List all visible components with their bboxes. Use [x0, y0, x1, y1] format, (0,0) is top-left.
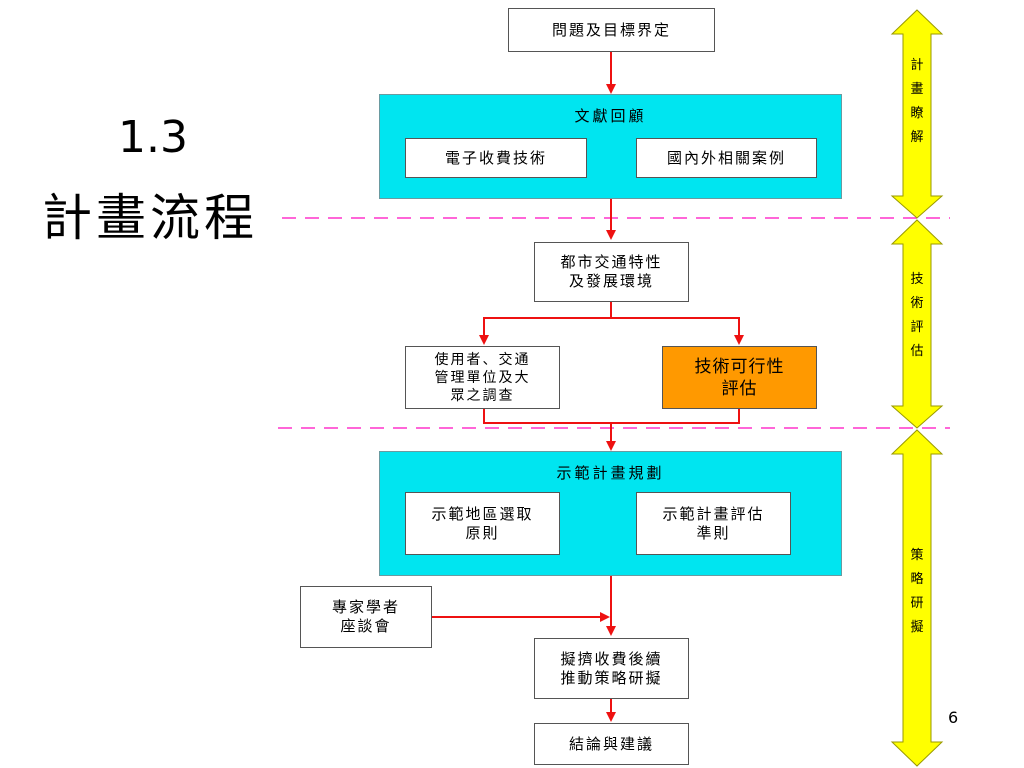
- phase-arrow-3: [890, 429, 944, 767]
- expert-forum-box: 專家學者 座談會: [300, 586, 432, 648]
- literature-review-title: 文獻回顧: [574, 107, 647, 125]
- merge-left: [483, 409, 611, 424]
- demo-plan-title: 示範計畫規劃: [556, 464, 665, 482]
- merge-right: [611, 409, 740, 424]
- section-number: 1.3: [118, 112, 188, 163]
- problem-definition-box: 問題及目標界定: [508, 8, 715, 52]
- etc-technology-box: 電子收費技術: [405, 138, 587, 178]
- urban-traffic-box: 都市交通特性 及發展環境: [534, 242, 689, 302]
- page-number: 6: [948, 708, 959, 727]
- conclusion-box: 結論與建議: [534, 723, 689, 765]
- phase-arrow-2: [890, 219, 944, 429]
- tech-feasibility-box: 技術可行性 評估: [662, 346, 817, 409]
- branch-urban-split-right: [611, 317, 744, 345]
- demo-area-selection-box: 示範地區選取 原則: [405, 492, 560, 555]
- phase-label-understanding: 計 畫 瞭 解: [910, 58, 924, 145]
- demo-evaluation-criteria-box: 示範計畫評估 準則: [636, 492, 791, 555]
- domestic-foreign-cases-box: 國內外相關案例: [636, 138, 817, 178]
- user-survey-box: 使用者、交通 管理單位及大 眾之調查: [405, 346, 560, 409]
- phase-label-tech-evaluation: 技 術 評 估: [910, 272, 924, 359]
- demo-plan-panel: 示範計畫規劃: [379, 451, 842, 576]
- phase-arrow-1: [890, 9, 944, 219]
- slide-title: 計畫流程: [42, 189, 258, 247]
- strategy-box: 擬擠收費後續 推動策略研擬: [534, 638, 689, 699]
- phase-label-strategy: 策 略 研 擬: [910, 548, 924, 635]
- branch-urban-split: [479, 302, 612, 345]
